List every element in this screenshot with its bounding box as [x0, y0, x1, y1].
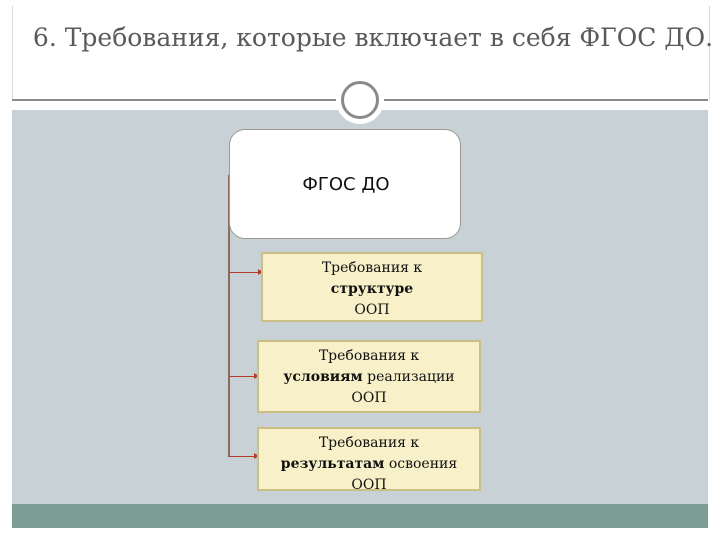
child-node-results: Требования к результатам освоения ООП	[257, 427, 481, 493]
child-rest: освоения	[384, 456, 458, 472]
footer-bar	[12, 504, 708, 528]
child-keyword: результатам	[280, 456, 385, 472]
hierarchy-spine	[228, 175, 230, 457]
slide-title: 6. Требования, которые включает в себя Ф…	[32, 23, 714, 52]
child-node-structure: Требования к структуре ООП	[261, 252, 483, 322]
child-rest: реализации	[362, 369, 455, 385]
connector-1	[229, 269, 263, 275]
child-line3: ООП	[351, 477, 387, 493]
child-line1: Требования к	[318, 435, 420, 451]
child-line3: ООП	[351, 390, 387, 406]
child-keyword: структуре	[330, 281, 414, 297]
child-line1: Требования к	[321, 260, 423, 276]
child-line3: ООП	[354, 302, 390, 318]
root-node-label: ФГОС ДО	[302, 174, 390, 195]
child-line1: Требования к	[318, 348, 420, 364]
divider-ring-inner	[341, 81, 379, 119]
root-node: ФГОС ДО	[229, 129, 461, 239]
connector-3	[229, 453, 259, 459]
child-node-conditions: Требования к условиям реализации ООП	[257, 340, 481, 413]
child-keyword: условиям	[283, 369, 363, 385]
connector-2	[229, 373, 259, 379]
